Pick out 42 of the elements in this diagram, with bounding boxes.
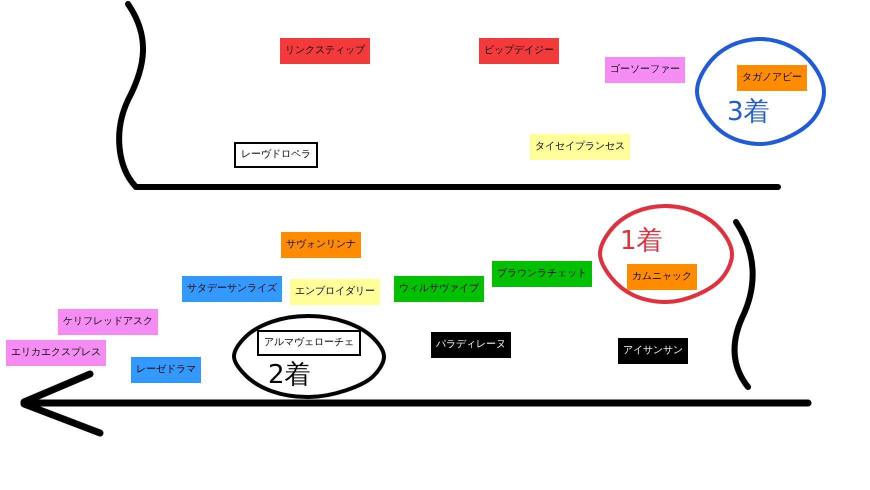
name-tag	[431, 332, 511, 358]
horse-name: ウィルサヴァイブ	[399, 284, 479, 294]
horse-name: ブラウンラチェット	[497, 269, 587, 279]
horse-name: タイセイプランセス	[535, 142, 625, 152]
name-tag	[479, 38, 559, 64]
horse-name: サヴォンリンナ	[286, 240, 356, 250]
horse-name: ビップデイジー	[484, 46, 554, 56]
finish-place-text: 3着	[727, 99, 770, 125]
name-tag	[280, 38, 370, 64]
name-tag	[627, 264, 697, 290]
horse-name: エンブロイダリー	[295, 287, 375, 297]
name-tag	[290, 279, 380, 305]
name-tag	[131, 357, 201, 383]
name-tag	[394, 276, 484, 302]
finish-place-text: 2着	[268, 362, 311, 388]
horse-name: リンクスティップ	[285, 46, 365, 56]
horse-name: ケリフレッドアスク	[63, 317, 153, 327]
horse-name: アイサンサン	[623, 346, 683, 356]
name-tag	[257, 330, 361, 356]
horse-name: エリカエクスプレス	[11, 348, 101, 358]
name-tag	[182, 276, 282, 302]
horse-name: レーヴドロペラ	[241, 150, 311, 160]
finish-place-text: 1着	[620, 228, 663, 254]
name-tag	[618, 338, 688, 364]
horse-name: パラディレーヌ	[436, 340, 506, 350]
name-tag	[605, 57, 685, 83]
horse-name: ゴーソーファー	[610, 65, 680, 75]
horse-name: カムニャック	[632, 272, 692, 282]
name-tag	[234, 142, 318, 168]
name-tag	[737, 65, 807, 91]
hand-drawn-circle	[598, 204, 734, 304]
name-tag	[6, 340, 106, 366]
name-tag	[530, 134, 630, 160]
name-tag	[58, 309, 158, 335]
name-tag	[281, 232, 361, 258]
hand-drawn-circle	[232, 314, 386, 399]
hand-drawn-circle	[695, 37, 826, 146]
horse-name: タガノアビー	[742, 73, 802, 83]
horse-name: アルマヴェローチェ	[264, 338, 354, 348]
horse-name: レーゼドラマ	[136, 365, 196, 375]
horse-name: サタデーサンライズ	[187, 284, 277, 294]
name-tag	[492, 261, 592, 287]
